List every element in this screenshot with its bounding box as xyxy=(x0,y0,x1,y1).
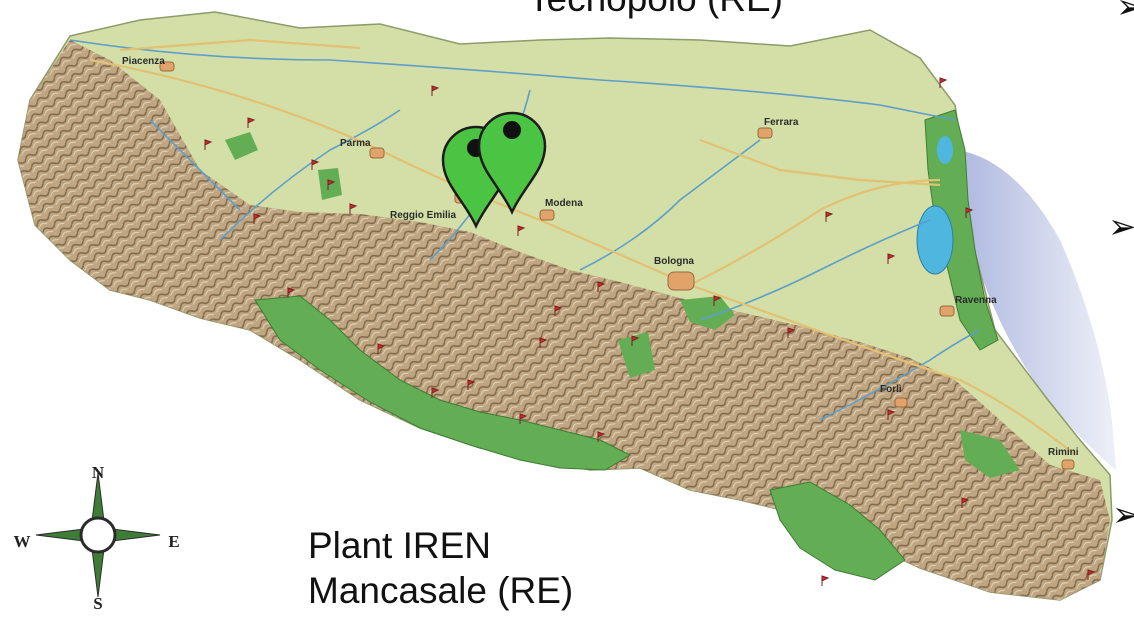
park-small-2 xyxy=(225,132,258,160)
adriatic-sea xyxy=(958,150,1116,470)
compass-east: E xyxy=(168,532,179,551)
city-label-forli: Forlì xyxy=(880,384,902,395)
city-label-reggio-emilia: Reggio Emilia xyxy=(390,210,457,221)
apennine-hills xyxy=(18,40,1110,600)
compass-north: N xyxy=(92,463,105,482)
park-small-3 xyxy=(618,332,655,378)
caption-tecnopolo: Tecnopolo (RE) xyxy=(528,0,783,21)
flag-icons xyxy=(204,77,1096,586)
compass-south: S xyxy=(93,594,102,613)
park-east xyxy=(960,430,1020,478)
lagoon-small xyxy=(937,136,953,164)
caption-line-1: Plant IREN xyxy=(308,525,492,566)
city-label-ferrara: Ferrara xyxy=(764,117,799,128)
arrow-bullet-icon: ➢ xyxy=(1116,0,1134,27)
park-west xyxy=(254,295,632,471)
park-south xyxy=(769,481,906,581)
compass-west: W xyxy=(14,532,31,551)
map-pin-icon xyxy=(477,111,547,215)
caption-plant-iren: Plant IREN Mancasale (RE) xyxy=(308,523,573,613)
roads xyxy=(89,38,1076,456)
city-label-ravenna: Ravenna xyxy=(955,295,997,306)
arrow-bullet-icon: ➢ xyxy=(1108,207,1134,247)
city-label-rimini: Rimini xyxy=(1048,447,1079,458)
city-label-piacenza: Piacenza xyxy=(122,56,165,67)
comacchio-lagoon xyxy=(916,205,954,275)
city-label-bologna: Bologna xyxy=(654,256,694,267)
city-label-modena: Modena xyxy=(545,198,583,209)
city-label-parma: Parma xyxy=(340,138,371,149)
compass-rose-icon xyxy=(35,472,161,598)
caption-line-2: Mancasale (RE) xyxy=(308,570,574,612)
park-centre xyxy=(680,296,735,330)
arrow-bullet-icon: ➢ xyxy=(1112,495,1134,535)
